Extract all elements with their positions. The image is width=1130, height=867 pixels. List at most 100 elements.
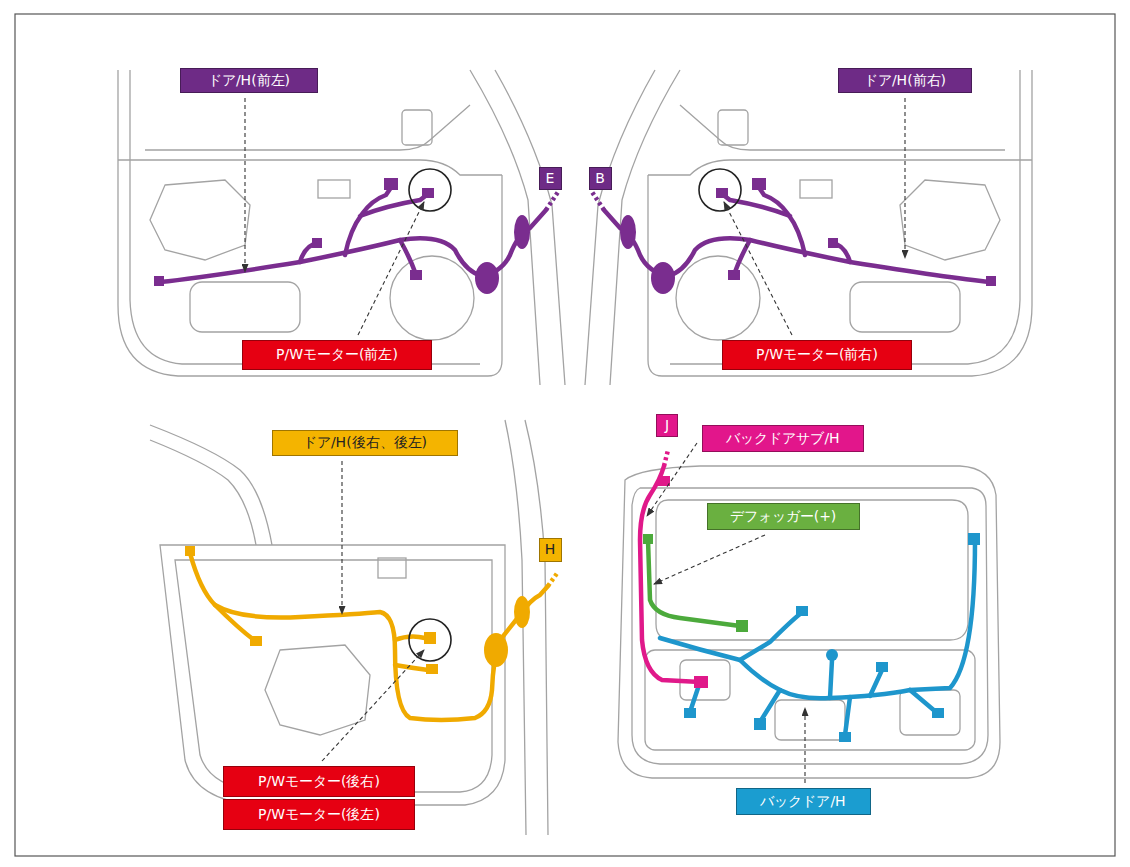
label-box: P/Wモーター(後右) <box>223 766 415 797</box>
back-door-inner-line <box>632 488 988 764</box>
harness-wire <box>190 553 548 720</box>
window-frame <box>150 425 272 545</box>
connector <box>932 708 944 718</box>
label-box: バックドア/H <box>736 788 871 815</box>
speaker-hole <box>265 645 370 735</box>
label-box: H <box>539 538 562 562</box>
door-pocket <box>190 282 300 332</box>
harness-wire <box>760 690 780 722</box>
pillar-line <box>525 420 548 835</box>
window-frame <box>150 440 256 545</box>
label-text: P/Wモーター(前左) <box>276 347 398 362</box>
highlight-circle <box>409 619 451 661</box>
label-text: H <box>545 542 556 557</box>
label-text: バックドアサブ/H <box>726 431 839 446</box>
window-line <box>145 105 470 150</box>
rear-door <box>150 420 558 835</box>
leader-line <box>904 98 905 258</box>
connector <box>694 676 708 688</box>
connector <box>839 732 851 742</box>
door-outline <box>160 545 505 805</box>
door-handle <box>318 180 350 198</box>
door-inner-line <box>175 560 492 792</box>
label-text: ドア/H(前右) <box>864 73 946 88</box>
harness-wire-end <box>664 450 668 466</box>
label-text: P/Wモーター(前右) <box>756 347 878 362</box>
label-text: ドア/H(後右、後左) <box>303 435 427 450</box>
connector <box>754 718 766 730</box>
connector <box>422 188 434 198</box>
grommet <box>475 262 499 294</box>
connector <box>968 533 980 545</box>
service-hole <box>390 256 474 340</box>
leader-line <box>654 535 765 584</box>
connector <box>410 270 422 280</box>
grommet <box>514 215 530 249</box>
harness-wire <box>660 540 975 698</box>
panel-opening <box>900 690 960 735</box>
leader-line <box>341 461 342 614</box>
harness-wire <box>830 660 832 698</box>
label-text: バックドア/H <box>760 794 845 809</box>
label-text: B <box>595 171 605 186</box>
harness-wire <box>648 540 740 626</box>
connector <box>154 276 164 286</box>
door-handle <box>378 558 406 578</box>
leader-line <box>358 202 424 335</box>
back-door <box>618 450 1000 778</box>
label-text: J <box>665 418 669 433</box>
harness-wire <box>870 670 882 696</box>
front-door <box>118 70 565 385</box>
frame <box>15 14 1115 856</box>
grommet <box>514 596 530 628</box>
front-door-mirrored <box>585 70 1032 385</box>
label-text: ドア/H(前左) <box>208 73 290 88</box>
leader-line <box>647 443 697 516</box>
door-outline <box>118 70 502 376</box>
pillar-line <box>470 70 540 385</box>
label-box: J <box>656 414 678 437</box>
label-text: P/Wモーター(後右) <box>258 774 380 789</box>
harness-wire <box>360 194 428 216</box>
leader-line <box>322 650 424 761</box>
connector <box>185 546 195 556</box>
back-door-outline <box>618 466 1000 778</box>
leader-line <box>244 98 245 272</box>
connector <box>826 649 838 661</box>
leader-line <box>724 202 792 335</box>
label-box: バックドアサブ/H <box>702 425 864 452</box>
harness-wire <box>345 186 392 255</box>
grommet <box>484 633 508 667</box>
label-box: ドア/H(前右) <box>838 68 972 93</box>
label-text: P/Wモーター(後左) <box>258 807 380 822</box>
connector <box>736 620 748 632</box>
harness-wire <box>740 614 800 660</box>
leader-line <box>804 708 805 783</box>
connector <box>250 636 262 646</box>
highlight-circle <box>409 169 451 211</box>
connector <box>384 178 398 190</box>
label-box: ドア/H(前左) <box>180 68 318 93</box>
label-box: E <box>539 167 562 190</box>
connector <box>684 708 696 718</box>
label-box: ドア/H(後右、後左) <box>272 430 458 456</box>
label-box: P/Wモーター(前左) <box>242 340 432 370</box>
harness-wire-end <box>548 572 558 586</box>
harness-wire <box>845 697 850 735</box>
label-box: P/Wモーター(後左) <box>223 799 415 830</box>
panel-opening <box>775 700 845 740</box>
harness-wire-end <box>546 192 558 210</box>
connector <box>796 606 808 616</box>
mirror-mount <box>402 110 432 145</box>
connector <box>426 664 438 674</box>
speaker-hole <box>150 180 250 260</box>
label-box: B <box>589 167 612 190</box>
harness-wire <box>395 665 428 670</box>
connector <box>643 534 653 544</box>
connector <box>876 662 888 672</box>
connector <box>424 632 436 644</box>
